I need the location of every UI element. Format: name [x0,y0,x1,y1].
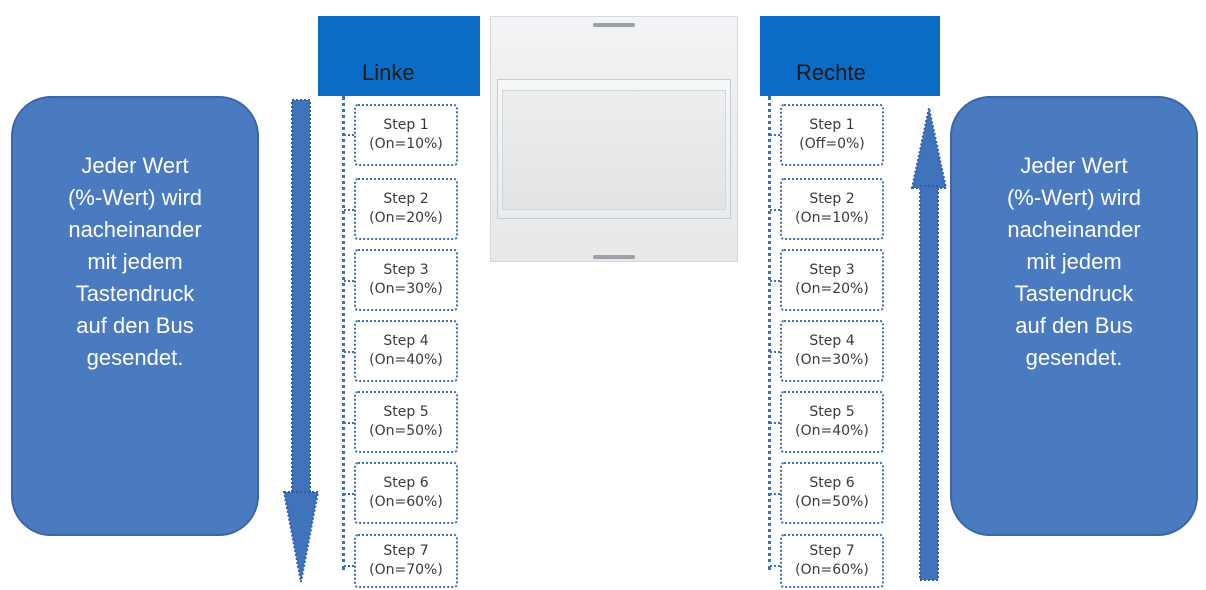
left-step-4-value: (On=40%) [369,352,443,368]
left-step-7-connector [344,565,358,567]
right-step-2-value: (On=10%) [795,210,869,226]
device-bottom-led [593,255,635,259]
left-step-6: Step 6 (On=60%) [354,462,458,524]
right-step-6-connector [770,493,784,495]
right-header-tab [760,16,940,96]
right-step-3-connector [770,280,784,282]
left-info-line-5: Tastendruck [75,281,195,306]
right-info-line-5: Tastendruck [1014,281,1134,306]
left-step-3: Step 3 (On=30%) [354,249,458,311]
right-step-7-title: Step 7 [809,543,855,559]
right-step-6-value: (On=50%) [795,494,869,510]
right-step-6: Step 6 (On=50%) [780,462,884,524]
left-step-5-connector [344,422,358,424]
left-info-line-6: auf den Bus [76,313,194,338]
left-step-2-value: (On=20%) [369,210,443,226]
right-info-line-7: gesendet. [1025,345,1123,370]
arrow-down-icon [282,99,320,583]
left-header-tab [318,16,480,96]
left-step-2: Step 2 (On=20%) [354,178,458,240]
right-step-1-connector [770,134,784,136]
left-header-label: Linke [362,60,415,85]
left-step-4-connector [344,351,358,353]
right-step-3-value: (On=20%) [795,281,869,297]
left-step-4: Step 4 (On=40%) [354,320,458,382]
push-button-device-icon [490,16,738,262]
right-step-7: Step 7 (On=60%) [780,534,884,588]
right-info-line-1: Jeder Wert [1020,153,1128,178]
left-step-5: Step 5 (On=50%) [354,391,458,453]
right-step-3-title: Step 3 [809,262,855,278]
right-info-box: Jeder Wert (%-Wert) wird nacheinander mi… [950,96,1198,536]
right-step-4-title: Step 4 [809,333,855,349]
right-step-1-title: Step 1 [809,117,855,133]
left-step-2-connector [344,209,358,211]
left-info-box: Jeder Wert (%-Wert) wird nacheinander mi… [11,96,259,536]
right-step-5-value: (On=40%) [795,423,869,439]
left-step-1-value: (On=10%) [369,136,443,152]
left-info-line-1: Jeder Wert [81,153,189,178]
right-step-6-title: Step 6 [809,475,855,491]
left-step-3-connector [344,280,358,282]
right-step-7-connector [770,565,784,567]
left-info-line-3: nacheinander [68,217,202,242]
right-connector-line [768,96,771,570]
right-info-line-6: auf den Bus [1015,313,1133,338]
right-step-5-title: Step 5 [809,404,855,420]
right-step-7-value: (On=60%) [795,562,869,578]
left-step-1: Step 1 (On=10%) [354,104,458,166]
left-step-4-title: Step 4 [383,333,429,349]
right-step-5: Step 5 (On=40%) [780,391,884,453]
right-step-4-value: (On=30%) [795,352,869,368]
left-step-2-title: Step 2 [383,191,429,207]
left-step-5-title: Step 5 [383,404,429,420]
left-step-6-connector [344,493,358,495]
right-header-label: Rechte [796,60,866,85]
left-info-line-7: gesendet. [86,345,184,370]
left-step-1-title: Step 1 [383,117,429,133]
right-step-2-title: Step 2 [809,191,855,207]
right-step-5-connector [770,422,784,424]
right-info-line-3: nacheinander [1007,217,1141,242]
arrow-up-icon [910,107,948,581]
left-step-1-connector [344,134,358,136]
left-step-3-value: (On=30%) [369,281,443,297]
right-info-line-4: mit jedem [1026,249,1122,274]
left-info-line-4: mit jedem [87,249,183,274]
device-top-led [593,23,635,27]
left-step-5-value: (On=50%) [369,423,443,439]
right-step-2-connector [770,209,784,211]
left-step-3-title: Step 3 [383,262,429,278]
right-step-4-connector [770,351,784,353]
left-step-7-title: Step 7 [383,543,429,559]
device-label-window [497,79,731,219]
right-info-line-2: (%-Wert) wird [1006,185,1142,210]
right-step-4: Step 4 (On=30%) [780,320,884,382]
left-step-6-value: (On=60%) [369,494,443,510]
left-step-7: Step 7 (On=70%) [354,534,458,588]
right-step-1: Step 1 (Off=0%) [780,104,884,166]
left-step-7-value: (On=70%) [369,562,443,578]
left-info-line-2: (%-Wert) wird [67,185,203,210]
left-connector-line [342,96,345,570]
left-step-6-title: Step 6 [383,475,429,491]
right-step-2: Step 2 (On=10%) [780,178,884,240]
right-step-3: Step 3 (On=20%) [780,249,884,311]
right-step-1-value: (Off=0%) [799,136,865,152]
